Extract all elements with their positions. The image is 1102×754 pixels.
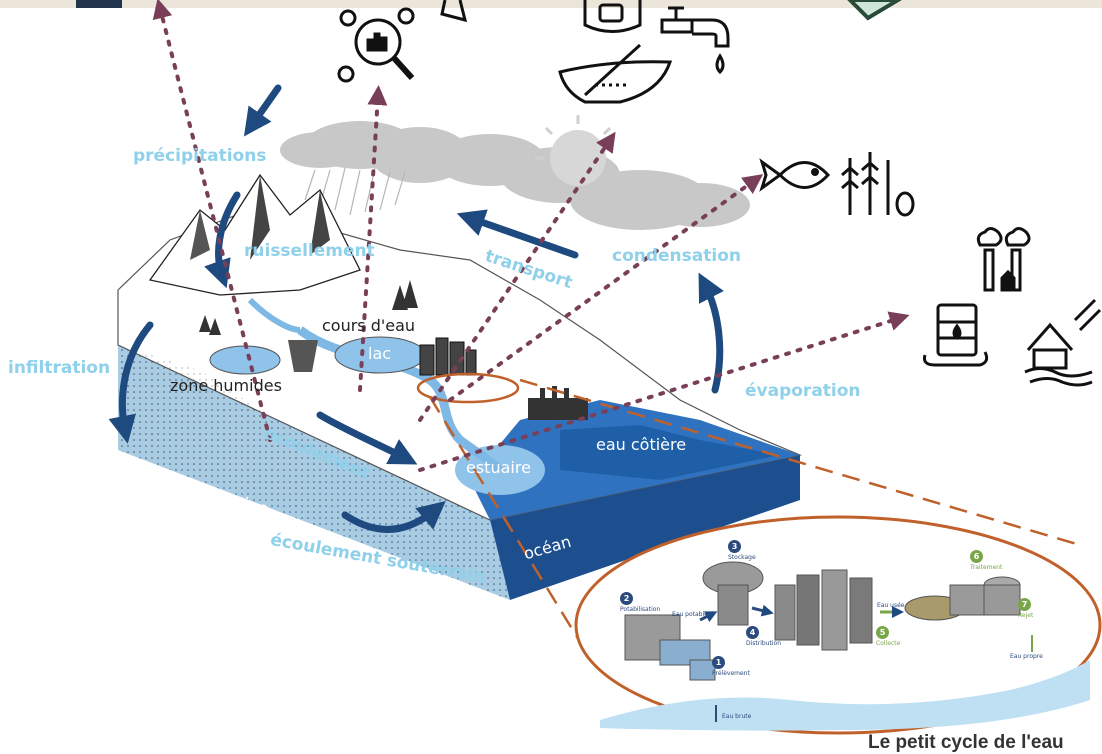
small-cycle-caption: Le petit cycle de l'eau [868,732,1064,753]
small-cycle-inset [574,515,1102,735]
dam [288,340,318,372]
water-can-icon [583,0,642,33]
label-condensation: condensation [612,246,741,266]
map-icon [847,0,902,21]
data-analysis-icon [337,7,415,83]
label-ruissellement: ruissellement [244,241,375,261]
flood-house-icon [1024,298,1102,387]
flow-eau-usee: Eau usée [877,602,905,609]
no-boat-icon [558,43,673,104]
flow-eau-brute: Eau brute [722,713,752,720]
label-cours-eau: cours d'eau [322,316,416,335]
label-estuaire: estuaire [466,458,531,477]
water-flow-arrows [108,84,724,533]
label-lac: lac [368,344,392,363]
flow-eau-potable: Eau potable [672,611,708,618]
water-tap-icon [660,6,730,75]
fish-icon [759,158,831,192]
label-zone-humides: zone humides [170,376,282,395]
top-bar [0,0,1102,8]
oil-barrel-icon [923,303,989,367]
inset-connector-bottom [428,396,587,651]
lab-flask-icon [440,0,468,23]
highlight-ellipse [416,372,520,404]
sun-icon [535,115,612,186]
label-precipitations: précipitations [133,146,267,166]
flow-eau-propre: Eau propre [1010,653,1043,660]
label-evaporation: évaporation [745,381,861,401]
pollution-smoke-icon [976,227,1031,292]
city-buildings [419,337,477,376]
factory-icon [528,386,588,420]
label-infiltration: infiltration [8,358,111,378]
crops-icon [841,152,915,217]
mountains [148,173,361,296]
dotted-arrows [152,0,910,472]
top-bar-tab [76,0,122,8]
label-eau-cotiere: eau côtière [596,435,687,454]
trees [199,280,418,335]
